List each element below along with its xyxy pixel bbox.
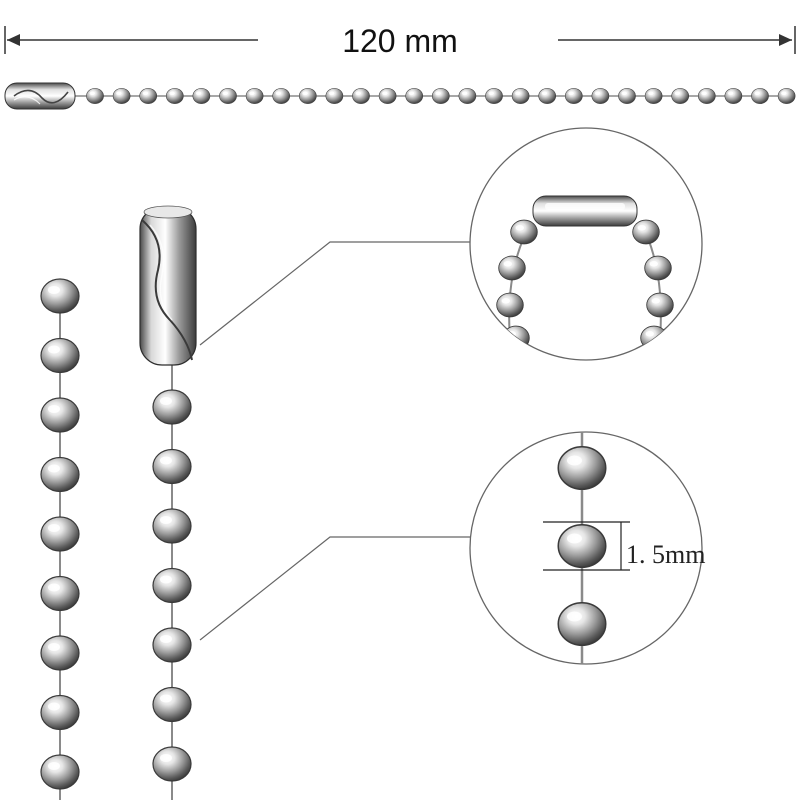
ball-bead-icon: [564, 87, 583, 105]
ball-bead-icon: [405, 87, 424, 105]
ball-bead-icon: [40, 456, 80, 493]
ball-bead-icon: [298, 87, 317, 105]
ball-bead-icon: [325, 87, 344, 105]
ball-diameter-dimension: 1. 5mm: [543, 521, 705, 571]
ball-bead-icon: [40, 397, 80, 433]
ball-bead-icon: [152, 746, 192, 782]
ball-bead-icon: [751, 87, 769, 105]
ball-bead-icon: [40, 278, 80, 314]
ball-bead-icon: [498, 255, 526, 281]
length-label: 120 mm: [342, 23, 458, 59]
ball-bead-icon: [591, 87, 610, 105]
ball-bead-icon: [538, 87, 557, 105]
ball-bead-icon: [40, 635, 80, 671]
length-dimension: 120 mm: [4, 23, 796, 59]
ball-bead-icon: [352, 87, 370, 105]
ball-bead-icon: [632, 219, 660, 245]
horizontal-chain-balls: [86, 87, 796, 105]
ball-bead-icon: [112, 87, 131, 105]
arrowhead-right-icon: [779, 34, 792, 46]
ball-bead-icon: [557, 601, 607, 647]
ball-bead-icon: [40, 694, 80, 731]
ball-bead-icon: [40, 575, 80, 612]
ball-bead-icon: [272, 87, 291, 105]
ball-bead-icon: [502, 325, 530, 351]
ball-bead-icon: [644, 87, 663, 105]
ball-bead-icon: [152, 627, 192, 663]
ball-bead-icon: [152, 686, 192, 723]
ball-bead-icon: [646, 292, 674, 318]
ball-bead-icon: [496, 292, 524, 318]
ball-bead-icon: [511, 87, 530, 105]
ball-diameter-label: 1. 5mm: [626, 540, 705, 569]
ball-bead-icon: [557, 523, 607, 569]
callout-line-connector: [199, 241, 470, 346]
ball-bead-icon: [139, 87, 158, 105]
ball-bead-icon: [192, 87, 211, 105]
ball-bead-icon: [458, 87, 477, 105]
ball-bead-icon: [86, 87, 104, 105]
ball-bead-icon: [165, 87, 184, 105]
ball-bead-icon: [40, 337, 80, 374]
ball-bead-icon: [724, 87, 743, 105]
ball-bead-icon: [431, 87, 450, 105]
horizontal-connector-icon: [4, 82, 76, 110]
ball-bead-icon: [697, 87, 716, 105]
left-vertical-ball-chain: [40, 278, 80, 800]
zoom-ball-beads: [557, 445, 607, 647]
ball-bead-icon: [644, 255, 672, 281]
callout-line-ball: [199, 536, 470, 641]
zoom-connector-clasp-icon: [532, 195, 638, 227]
connector-clasp-icon: [139, 205, 197, 366]
ball-bead-icon: [152, 567, 192, 604]
ball-bead-icon: [777, 87, 796, 105]
ball-bead-icon: [40, 516, 80, 552]
ball-bead-icon: [152, 508, 192, 544]
ball-bead-icon: [485, 87, 503, 105]
ball-size-zoom-circle: 1. 5mm: [469, 431, 705, 665]
ball-bead-icon: [152, 448, 192, 485]
horizontal-ball-chain: [4, 82, 796, 110]
arrowhead-left-icon: [7, 34, 20, 46]
ball-bead-icon: [557, 445, 607, 491]
ball-bead-icon: [219, 87, 237, 105]
connector-zoom-circle: [469, 127, 703, 361]
ball-bead-icon: [378, 87, 397, 105]
ball-bead-icon: [510, 219, 538, 245]
ball-bead-icon: [618, 87, 636, 105]
left-chain-balls: [40, 278, 80, 790]
ball-bead-icon: [245, 87, 264, 105]
middle-vertical-ball-chain: [139, 205, 197, 800]
ball-bead-icon: [671, 87, 690, 105]
ball-bead-icon: [152, 389, 192, 425]
ball-bead-icon: [40, 754, 80, 790]
